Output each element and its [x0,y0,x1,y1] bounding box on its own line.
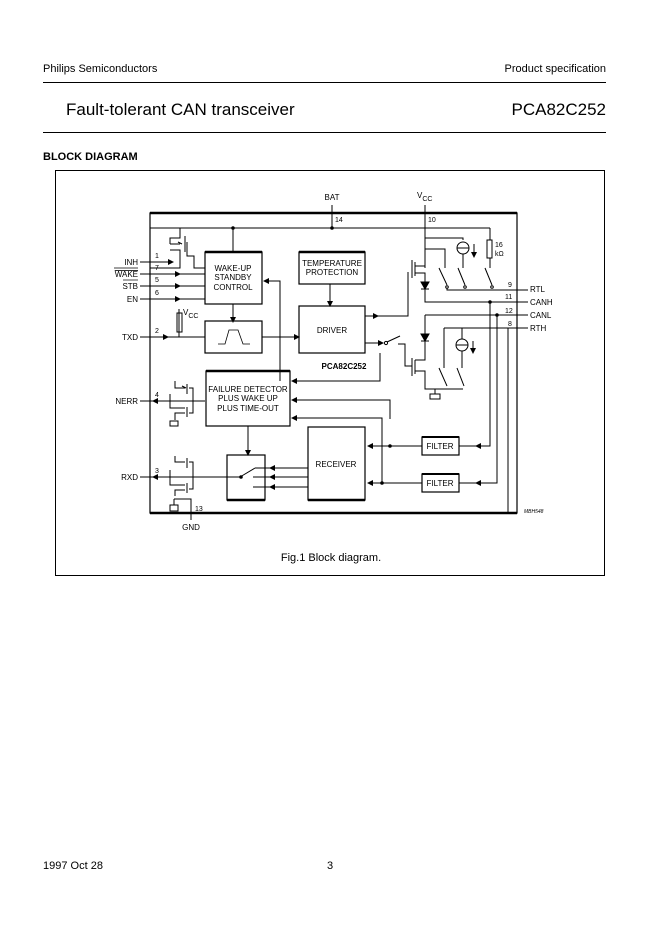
chip-label: PCA82C252 [322,362,367,371]
svg-text:EN: EN [127,295,138,304]
svg-text:TXD: TXD [122,333,138,342]
svg-text:RTH: RTH [530,324,547,333]
driver-block [298,305,366,354]
svg-text:NERR: NERR [115,397,138,406]
document-type: Product specification [504,63,607,75]
svg-text:9: 9 [508,282,512,289]
company-name: Philips Semiconductors [43,63,158,75]
pin-canl: 12 CANL [425,308,552,320]
figure-frame [55,170,605,576]
svg-text:DRIVER: DRIVER [317,326,347,335]
part-number: PCA82C252 [511,100,606,119]
svg-text:4: 4 [155,392,159,399]
slope-control-block [204,320,263,354]
pin-inh: INH 1 [124,253,174,267]
footer-date: 1997 Oct 28 [43,860,103,872]
vcc-label: VCC [417,191,432,203]
gnd-label: GND [182,523,200,532]
pin-rth: 8 RTH [444,321,547,333]
svg-text:CONTROL: CONTROL [213,283,253,292]
document-title: Fault-tolerant CAN transceiver [66,100,295,119]
drawing-code: MBH548 [524,509,544,515]
svg-text:FILTER: FILTER [427,479,454,488]
pin-rtl: 9 RTL [508,282,546,294]
svg-text:3: 3 [155,468,159,475]
gnd-pin: 13 [195,506,203,513]
svg-text:kΩ: kΩ [495,251,504,258]
svg-text:5: 5 [155,277,159,284]
svg-text:TEMPERATURE: TEMPERATURE [302,259,362,268]
pin-txd: TXD 2 [122,328,205,342]
svg-text:STANDBY: STANDBY [214,273,252,282]
svg-text:FAILURE DETECTOR: FAILURE DETECTOR [208,385,288,394]
svg-text:FILTER: FILTER [427,442,454,451]
title-rule [43,132,606,133]
section-title: BLOCK DIAGRAM [43,151,138,163]
svg-text:16: 16 [495,242,503,249]
svg-text:11: 11 [505,294,512,301]
pin-canh: 11 CANH [505,294,553,307]
pin-stb: STB 5 [122,277,205,291]
svg-text:WAKE: WAKE [115,270,138,279]
svg-text:PLUS TIME-OUT: PLUS TIME-OUT [217,404,279,413]
bat-label: BAT [325,193,340,202]
svg-text:CANL: CANL [530,311,552,320]
page-number: 3 [327,860,334,872]
header-rule [43,82,606,83]
svg-text:6: 6 [155,290,159,297]
svg-text:PLUS WAKE UP: PLUS WAKE UP [218,394,278,403]
svg-text:WAKE-UP: WAKE-UP [214,264,251,273]
bat-pin: 14 [335,217,343,224]
svg-text:PROTECTION: PROTECTION [306,268,359,277]
svg-text:CANH: CANH [530,298,553,307]
svg-text:STB: STB [122,282,138,291]
svg-text:8: 8 [508,321,512,328]
svg-text:VCC: VCC [183,308,198,320]
svg-text:1: 1 [155,253,159,260]
svg-text:2: 2 [155,328,159,335]
pin-en: EN 6 [127,290,205,304]
svg-text:RXD: RXD [121,473,138,482]
pin-nerr: NERR 4 [115,392,170,406]
svg-text:7: 7 [155,265,159,272]
svg-text:RTL: RTL [530,285,546,294]
vcc-pin: 10 [428,217,436,224]
svg-text:INH: INH [124,258,138,267]
svg-text:12: 12 [505,308,513,315]
pin-rxd: RXD 3 [121,468,170,482]
svg-text:RECEIVER: RECEIVER [316,460,357,469]
pin-wake: WAKE 7 [114,265,205,279]
figure-caption: Fig.1 Block diagram. [280,552,382,564]
